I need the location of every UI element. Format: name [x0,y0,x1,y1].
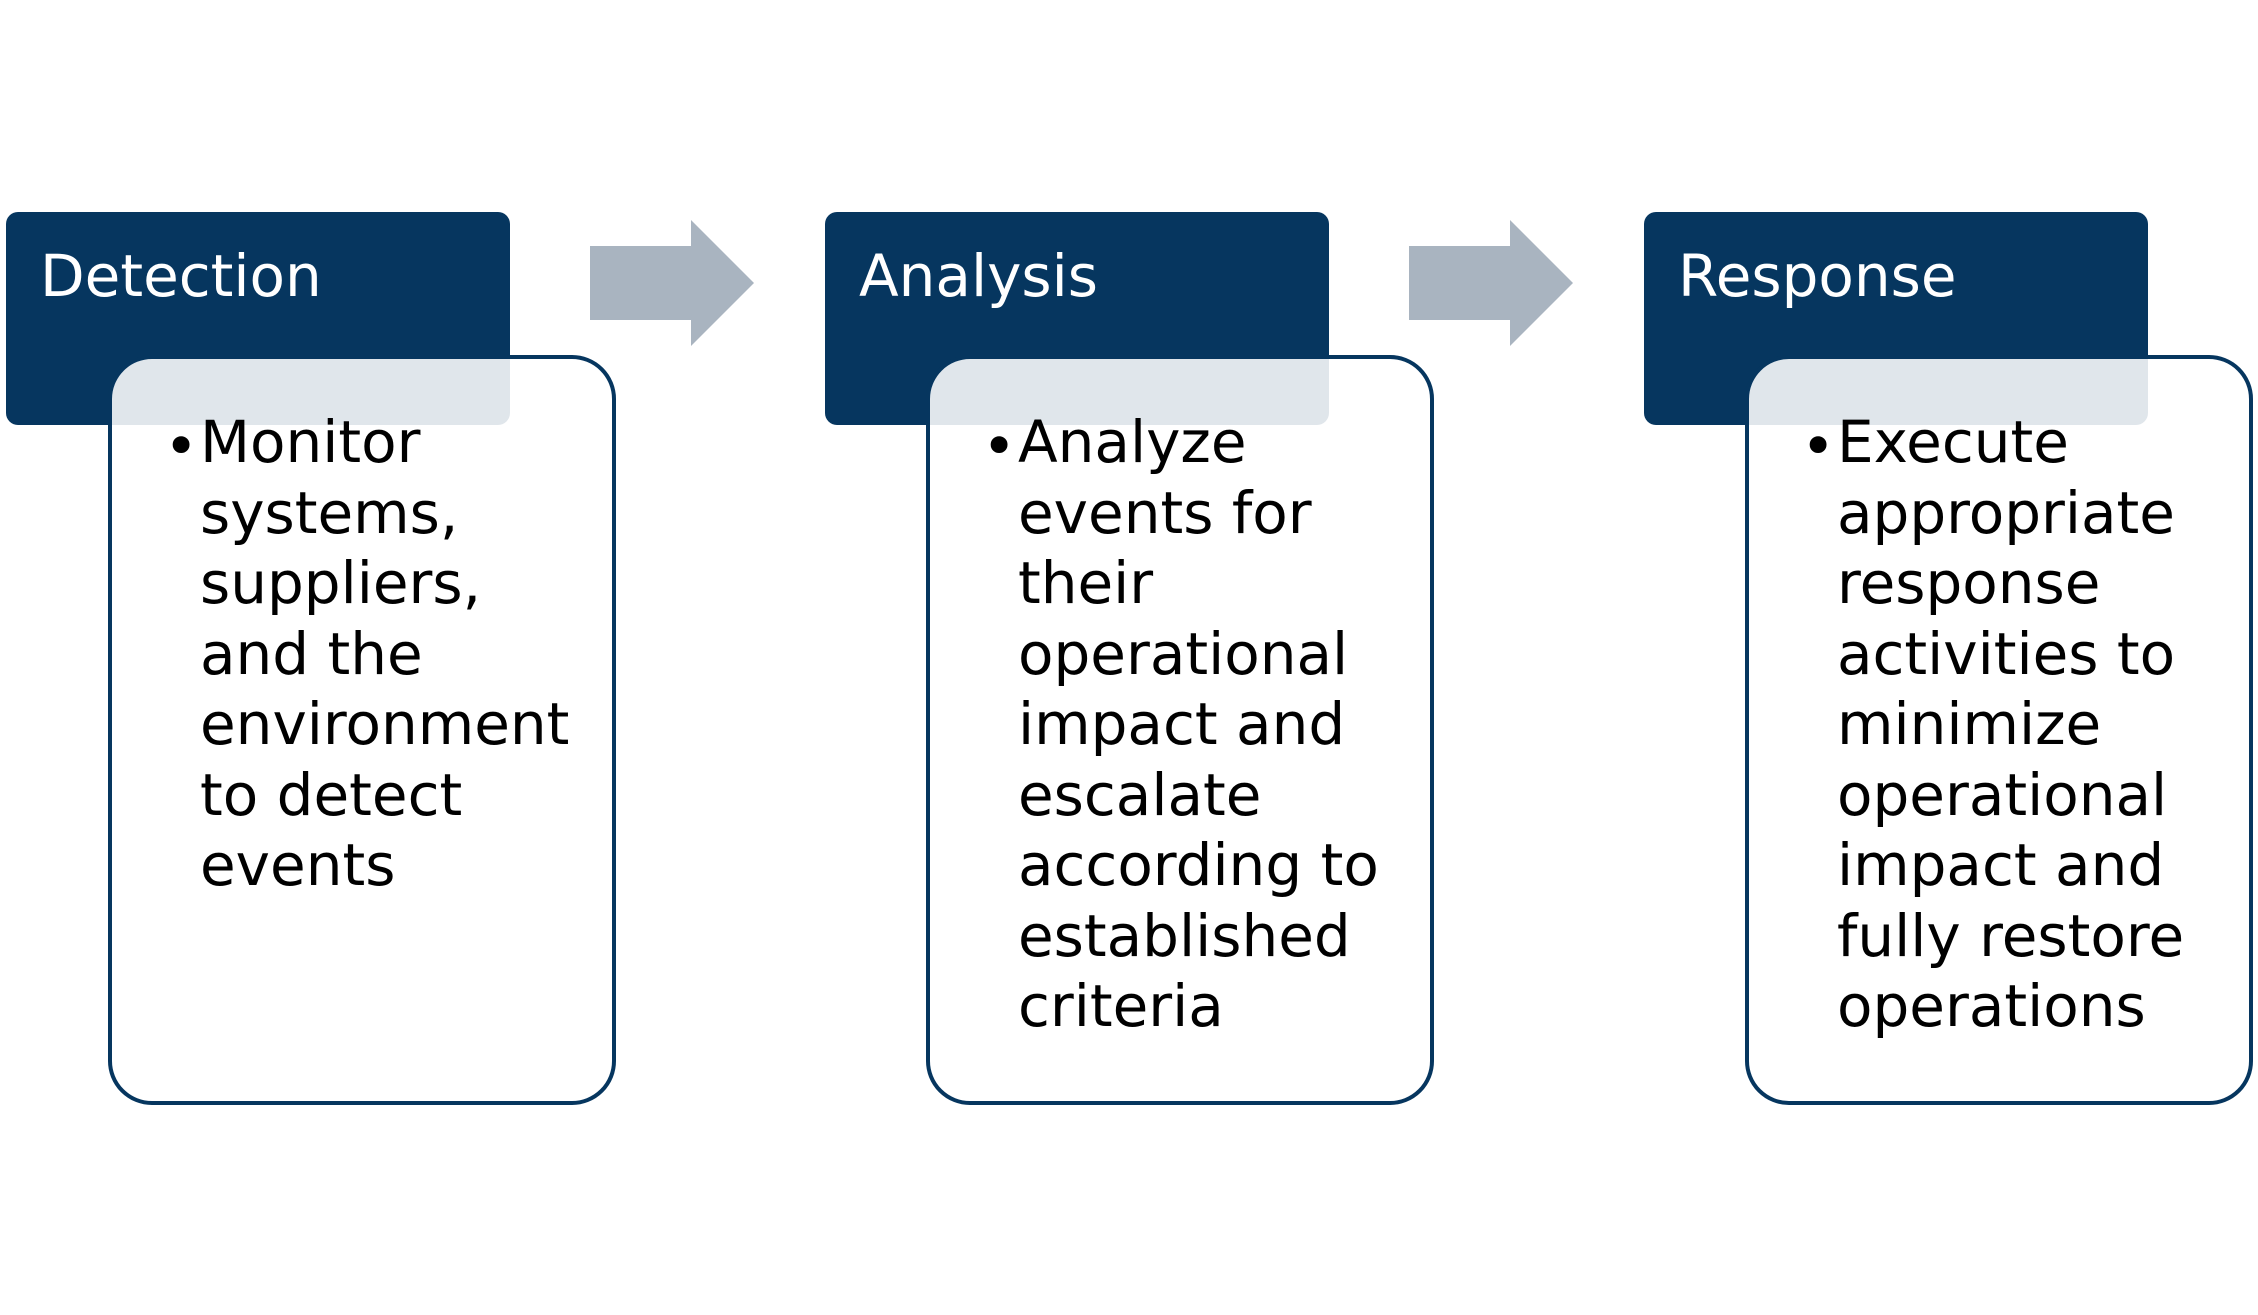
stage-body-analysis: • Analyze events for their operational i… [926,355,1434,1105]
stage-title: Analysis [859,242,1098,310]
stage-title: Detection [40,242,322,310]
right-arrow-icon [590,220,754,346]
stage-body-detection: • Monitor systems, suppliers, and the en… [108,355,616,1105]
stage-title: Response [1678,242,1957,310]
stage-description: Analyze events for their operational imp… [1018,408,1379,1040]
stage-body-response: • Execute appropriate response activitie… [1745,355,2253,1105]
right-arrow-icon [1409,220,1573,346]
bullet-icon: • [1801,412,1836,480]
stage-description: Execute appropriate response activities … [1837,408,2185,1040]
stage-description: Monitor systems, suppliers, and the envi… [200,408,570,899]
bullet-icon: • [982,412,1017,480]
bullet-icon: • [164,412,199,480]
